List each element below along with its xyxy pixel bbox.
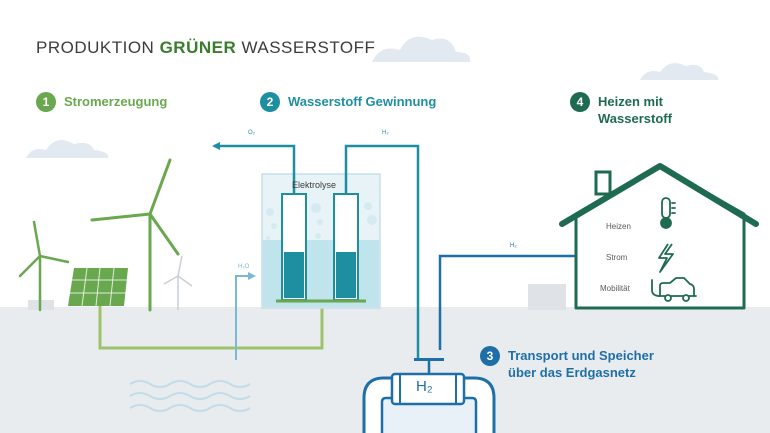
pipeline-label: H₂ — [416, 378, 433, 395]
step-4-label: Heizen mit Wasserstoff — [598, 94, 672, 126]
step-3-number: 3 — [480, 346, 500, 366]
hydrogen-label: H₂ — [382, 130, 389, 136]
step-1-number: 1 — [36, 92, 56, 112]
wind-turbine-large — [90, 158, 180, 312]
wind-turbine-small — [18, 220, 70, 312]
house-power-label: Strom — [606, 253, 628, 262]
step-4-number: 4 — [570, 92, 590, 112]
house-supply-pipe — [438, 254, 588, 350]
water-label: H₂O — [238, 264, 250, 270]
oxygen-label: O₂ — [248, 130, 255, 136]
house-heating-label: Heizen — [606, 222, 631, 231]
bubbles — [266, 202, 377, 240]
step-3: 3 Transport und Speicher über das Erdgas… — [480, 346, 700, 381]
water-pipe — [235, 275, 252, 360]
electrolysis-label: Elektrolyse — [292, 180, 337, 190]
power-line — [98, 306, 324, 350]
hydrogen-pipe — [344, 144, 420, 360]
background-building — [528, 284, 566, 310]
step-1-label: Stromerzeugung — [64, 94, 168, 109]
water-waves — [129, 380, 251, 412]
wind-turbine-background — [163, 255, 193, 310]
electric-car-icon — [651, 277, 697, 302]
step-2: 2 Wasserstoff Gewinnung — [260, 92, 436, 112]
step-4: 4 Heizen mit Wasserstoff — [570, 92, 720, 127]
step-2-label: Wasserstoff Gewinnung — [288, 94, 437, 109]
clouds — [26, 36, 719, 158]
step-2-number: 2 — [260, 92, 280, 112]
house-hydrogen-label: H₂ — [510, 243, 517, 249]
gas-pipeline — [362, 358, 496, 433]
water-arrow — [248, 272, 256, 280]
thermometer-icon — [660, 197, 676, 229]
electrolyser-tank — [261, 173, 381, 309]
lightning-icon — [658, 243, 674, 273]
oxygen-arrow — [212, 142, 220, 150]
step-3-label: Transport und Speicher über das Erdgasne… — [508, 348, 654, 380]
house — [559, 163, 759, 310]
house-mobility-label: Mobilität — [600, 284, 630, 293]
solar-panel — [68, 267, 128, 307]
page-title: PRODUKTION GRÜNER WASSERSTOFF — [36, 38, 376, 57]
oxygen-pipe — [214, 144, 296, 194]
step-1: 1 Stromerzeugung — [36, 92, 167, 112]
